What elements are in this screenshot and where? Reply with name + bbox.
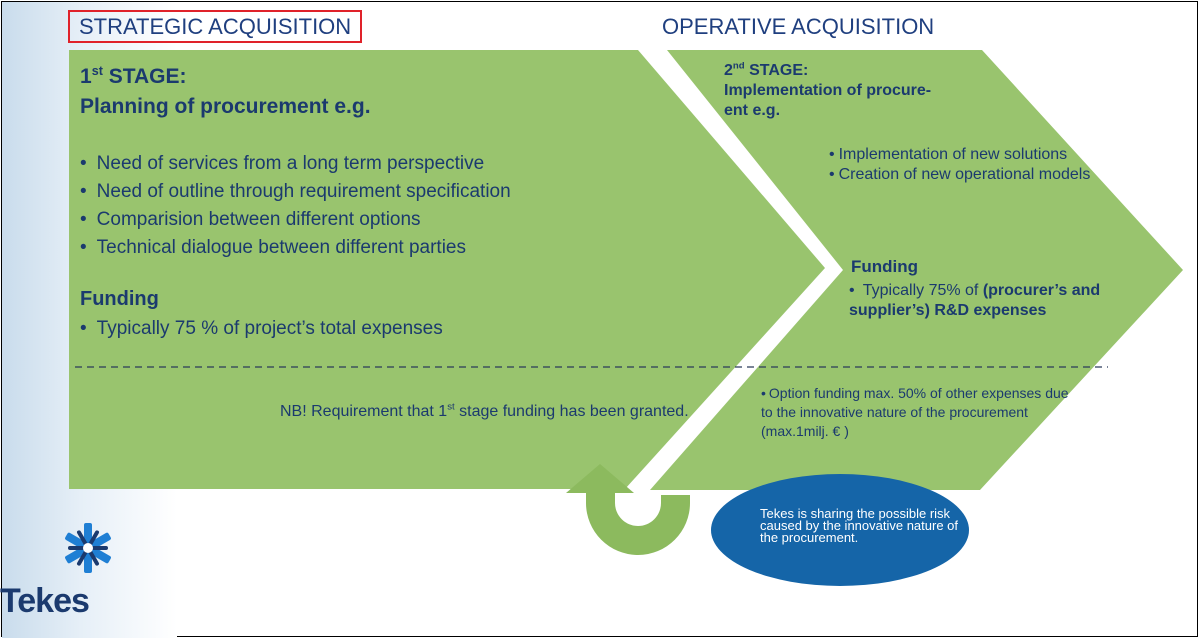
nb-sup: st (447, 401, 455, 413)
tekes-logo-icon (65, 523, 111, 573)
strategic-acquisition-header: STRATEGIC ACQUISITION (68, 10, 363, 43)
stage1-subtitle: Planning of procurement e.g. (80, 95, 371, 118)
risk-bubble-text: Tekes is sharing the possible risk cause… (760, 506, 959, 545)
stage1-funding-label: Funding (80, 288, 159, 310)
stage1-funding-text: Typically 75 % of project’s total expens… (80, 318, 443, 340)
stage1-ordinal: 1 (80, 65, 92, 88)
stage2-subtitle-line1: Implementation of procure- (724, 82, 932, 99)
stage2-funding-text: Typically 75% of (procurer’s and supplie… (849, 281, 1169, 321)
stage1-ordinal-suffix: st (91, 64, 103, 78)
list-item: Creation of new operational models (829, 165, 1119, 185)
stage2-title: 2nd STAGE: Implementation of procure- en… (724, 61, 931, 121)
list-item: Need of services from a long term perspe… (80, 150, 511, 178)
stage2-ordinal: 2 (724, 62, 733, 79)
stage2-funding-label: Funding (851, 257, 919, 276)
stage1-title: 1st STAGE: Planning of procurement e.g. (80, 62, 371, 122)
stage2-funding-plain: Typically 75% of (862, 282, 983, 299)
list-item: Need of outline through requirement spec… (80, 178, 511, 206)
operative-acquisition-header: OPERATIVE ACQUISITION (662, 14, 935, 39)
stage2-subtitle-line2: ent e.g. (724, 102, 781, 119)
stage2-stage-word: STAGE: (744, 62, 809, 79)
stage2-ordinal-suffix: nd (732, 60, 745, 72)
stage2-funding-bold: (procurer’s and supplier’s) R&D expenses (849, 282, 1101, 319)
u-turn-arrow (566, 464, 690, 555)
option-funding-text: Option funding max. 50% of other expense… (761, 384, 1081, 441)
list-item: Technical dialogue between different par… (80, 234, 511, 262)
nb-requirement-note: NB! Requirement that 1st stage funding h… (280, 401, 700, 423)
nb-prefix: NB! Requirement that 1 (280, 403, 448, 420)
nb-suffix: stage funding has been granted. (454, 403, 689, 420)
risk-bubble (711, 474, 969, 586)
list-item: Implementation of new solutions (829, 145, 1119, 165)
stage2-bullet-list: Implementation of new solutions Creation… (829, 145, 1119, 185)
tekes-logo-wordmark: Tekes (0, 582, 90, 620)
stage1-bullet-list: Need of services from a long term perspe… (80, 150, 511, 262)
stage1-stage-word: STAGE: (102, 65, 187, 88)
list-item: Comparision between different options (80, 206, 511, 234)
